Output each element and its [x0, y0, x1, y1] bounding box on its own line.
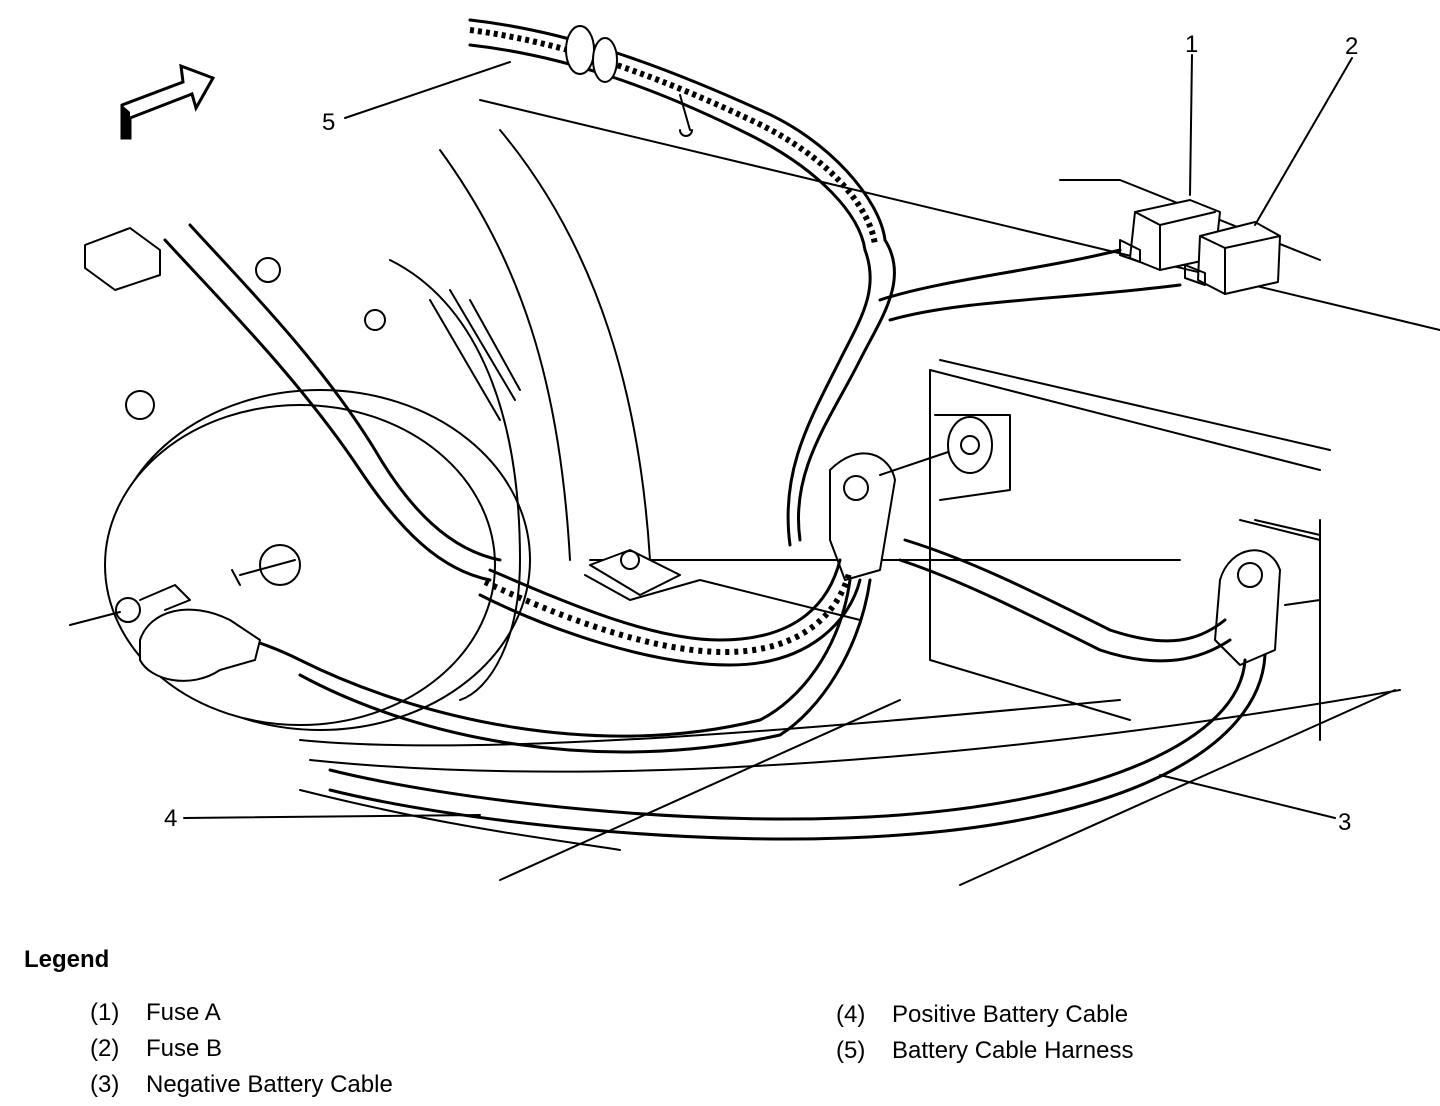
callout-2: 2 — [1345, 33, 1358, 60]
battery-cable-harness — [468, 18, 1182, 547]
fuse-b — [1184, 221, 1281, 295]
legend-item-label: Battery Cable Harness — [892, 1037, 1134, 1064]
forward-direction-arrow-icon — [120, 63, 216, 140]
positive-terminal — [829, 414, 1011, 581]
legend-item: (4) Positive Battery Cable — [836, 998, 1133, 1034]
callout-3: 3 — [1338, 809, 1351, 836]
legend-list-right: (4) Positive Battery Cable (5) Battery Cab… — [836, 998, 1133, 1070]
generator-brace — [84, 223, 502, 582]
negative-terminal — [1214, 519, 1321, 666]
legend-item-number: (3) — [90, 1071, 120, 1098]
legend-list-left: (1) Fuse A (2) Fuse B (3) Negative Battery … — [90, 996, 393, 1104]
legend-title: Legend — [24, 946, 110, 973]
legend-item-label: Fuse A — [146, 999, 221, 1026]
legend-item-label: Negative Battery Cable — [146, 1071, 393, 1098]
callout-1: 1 — [1185, 31, 1198, 58]
legend-item-number: (2) — [90, 1035, 120, 1062]
legend-item-label: Positive Battery Cable — [892, 1001, 1129, 1028]
callout-leader-lines — [183, 54, 1353, 819]
bracket-bolt — [589, 549, 681, 596]
legend-item: (5) Battery Cable Harness — [836, 1034, 1133, 1070]
harness-to-generator — [478, 538, 1232, 667]
legend-item-number: (4) — [836, 1001, 866, 1028]
legend-item-number: (1) — [90, 999, 120, 1026]
legend-item-label: Fuse B — [146, 1035, 223, 1062]
legend-item: (3) Negative Battery Cable — [90, 1068, 393, 1104]
legend-item: (2) Fuse B — [90, 1032, 393, 1068]
positive-battery-cable — [69, 578, 872, 754]
callout-4: 4 — [164, 805, 177, 832]
callout-5: 5 — [322, 109, 335, 136]
battery-cable-diagram: 1 2 3 4 5 — [69, 18, 1440, 886]
legend-item-number: (5) — [836, 1037, 866, 1064]
legend-item: (1) Fuse A — [90, 996, 393, 1032]
